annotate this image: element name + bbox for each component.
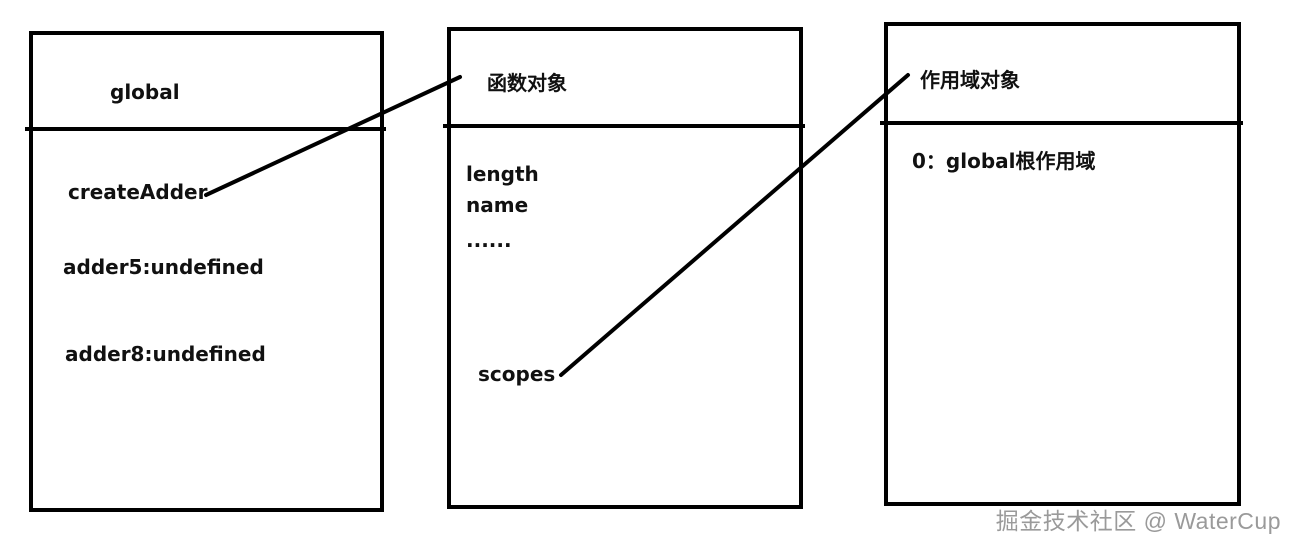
function-object-box (447, 27, 803, 509)
watermark: 掘金技术社区 @ WaterCup (995, 508, 1281, 534)
function-entry-length: length (466, 162, 539, 186)
function-entry-scopes: scopes (478, 362, 556, 386)
function-entry-name: name (466, 193, 529, 217)
function-object-box-title: 函数对象 (487, 71, 567, 95)
connector-scopes-to-scope-object (559, 73, 910, 377)
scope-object-box (884, 22, 1241, 506)
global-entry-adder8: adder8:undefined (65, 342, 266, 366)
global-entry-createadder: createAdder (68, 180, 208, 204)
scope-entry-global-root: 0：global根作用域 (912, 149, 1096, 173)
global-box-title: global (110, 80, 180, 104)
global-entry-adder5: adder5:undefined (63, 255, 264, 279)
connector-createadder-to-function-object (204, 75, 462, 197)
function-object-box-divider (443, 124, 805, 128)
global-box (29, 31, 384, 512)
scope-object-box-divider (880, 121, 1243, 125)
global-box-divider (25, 127, 386, 131)
scope-object-box-title: 作用域对象 (920, 68, 1020, 92)
function-entry-ellipsis: ...... (466, 228, 512, 252)
